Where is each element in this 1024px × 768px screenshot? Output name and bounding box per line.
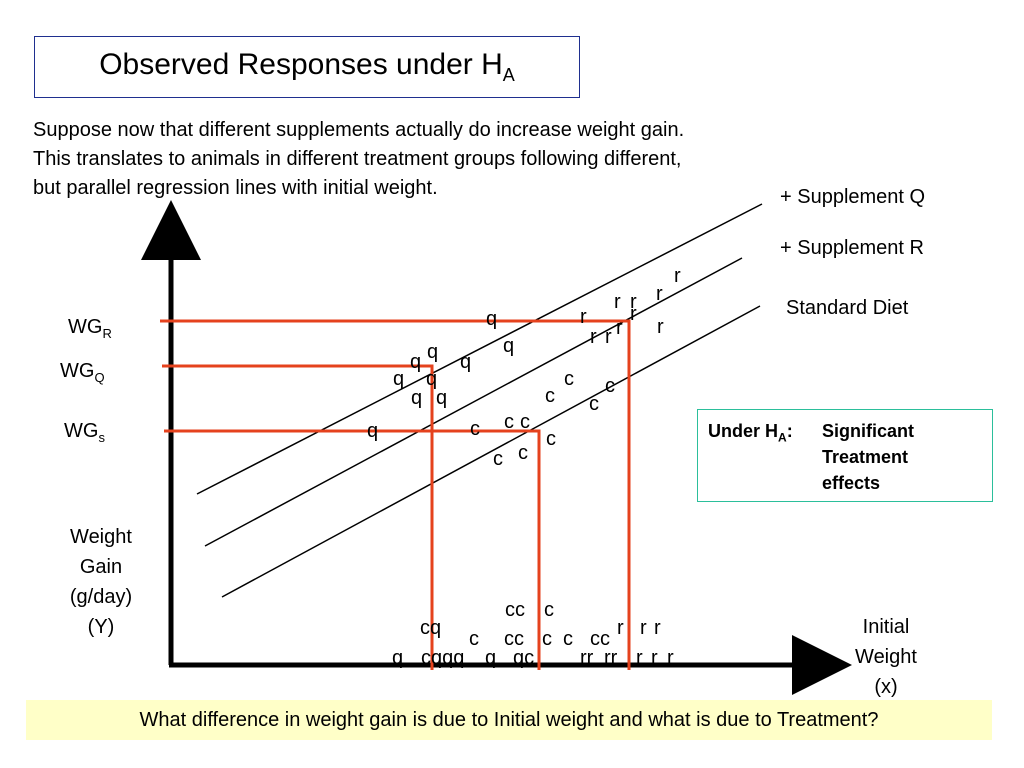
intro-text: Suppose now that different supplements a… [33,116,883,203]
wg-r-label: WGR [68,316,112,341]
question-banner: What difference in weight gain is due to… [26,700,992,740]
axis-letters-r: r [636,647,643,669]
axis-letters-rr: rr [580,647,594,669]
title-box: Observed Responses under HA [34,36,580,98]
scatter-letter-r: r [630,303,637,325]
axis-letters-cc: cc [504,628,524,650]
axis-letters-rr: rr [604,647,618,669]
axis-letters-c: c [563,628,573,650]
axis-letters-r: r [654,617,661,639]
regression-line-supplement-r [204,257,743,547]
scatter-letter-q: q [486,308,497,330]
guide-s [164,429,541,670]
note-heading: Under HA: [708,421,793,445]
scatter-letter-c: c [470,418,480,440]
axis-letters-cqqq: cqqq [421,647,464,669]
regression-line-standard-diet [221,305,761,598]
axis-letters-c: c [469,628,479,650]
axis-letters-r: r [617,617,624,639]
scatter-letter-r: r [616,317,623,339]
axis-letters-cc: cc [590,628,610,650]
axis-letters-r: r [651,647,658,669]
scatter-letter-c: c [545,385,555,407]
axis-letters-r: r [667,647,674,669]
scatter-letter-r: r [614,291,621,313]
wg-q-label: WGQ [60,360,105,385]
regression-line-supplement-q [196,203,763,495]
scatter-letter-r: r [605,326,612,348]
label-standard-diet: Standard Diet [786,297,909,319]
axis-letters-r: r [640,617,647,639]
label-supplement-r: + Supplement R [780,237,924,259]
scatter-letter-r: r [656,283,663,305]
wg-s-label: WGs [64,420,105,445]
axis-letters-cq: cq [420,617,441,639]
scatter-letter-q: q [460,351,471,373]
axis-letters-cc: cc [505,599,525,621]
slide-title: Observed Responses under HA [99,48,515,85]
scatter-letter-q: q [427,341,438,363]
label-supplement-q: + Supplement Q [780,186,926,208]
scatter-letter-c: c [546,428,556,450]
mean-guides [160,319,631,670]
guide-r [160,319,631,670]
scatter-letter-c: c [564,368,574,390]
scatter-letter-q: q [426,368,437,390]
scatter-letter-r: r [630,291,637,313]
intro-line-3: but parallel regression lines with initi… [33,177,438,199]
axis-letters-c: c [542,628,552,650]
intro-line-2: This translates to animals in different … [33,148,682,170]
scatter-letter-q: q [410,351,421,373]
scatter-letter-r: r [580,306,587,328]
scatter-letter-c: c [504,411,514,433]
axis-letters-c: c [544,599,554,621]
axis-letters-qc: qc [513,647,534,669]
scatter-letter-q: q [411,387,422,409]
scatter-letter-r: r [590,326,597,348]
intro-line-1: Suppose now that different supplements a… [33,119,685,141]
scatter-letter-r: r [657,316,664,338]
scatter-letter-c: c [518,442,528,464]
scatter-letter-q: q [393,368,404,390]
scatter-letter-r: r [674,265,681,287]
scatter-letter-c: c [589,393,599,415]
scatter-letter-q: q [367,420,378,442]
scatter-letter-c: c [520,411,530,433]
guide-q [162,364,434,670]
scatter-letter-q: q [503,335,514,357]
scatter-letter-c: c [493,448,503,470]
scatter-letter-q: q [436,387,447,409]
scatter-letter-c: c [605,375,615,397]
axis-letters-q: q [392,647,403,669]
axis-letters-q: q [485,647,496,669]
